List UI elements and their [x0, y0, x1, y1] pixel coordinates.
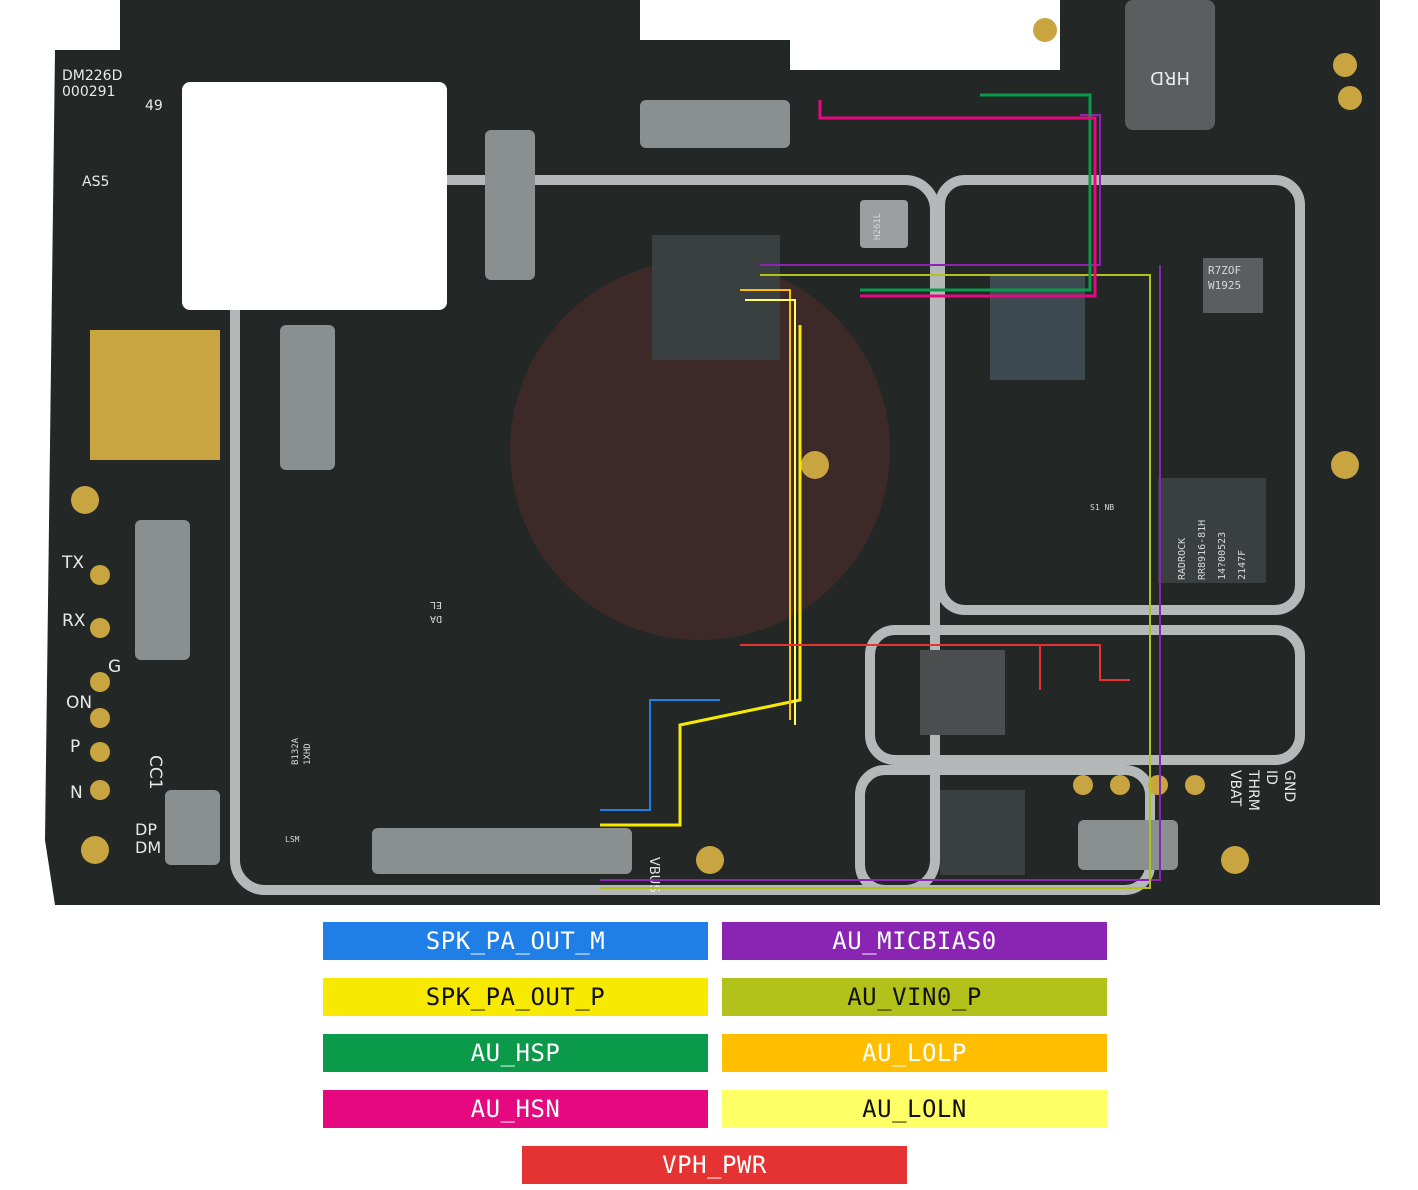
silk-p: P [70, 737, 80, 757]
trace-au-hsn [818, 100, 1097, 298]
legend-au-hsp: AU_HSP [323, 1034, 708, 1072]
legend-au-micbias0: AU_MICBIAS0 [722, 922, 1107, 960]
chip-text-c6: 2147F [1237, 550, 1248, 580]
shield-frame-right [935, 175, 1305, 615]
chip-text-c13: S1 NB [1090, 503, 1114, 512]
chip-pmic [920, 650, 1005, 735]
shield-frame-pmic [865, 625, 1305, 765]
silk-dp: DP [135, 820, 157, 839]
pcb-board: DM226D 000291 49 AS5 TX RX G ON P N CC1 … [45, 0, 1380, 905]
trace-au-vin0-p [600, 274, 1151, 889]
trace-au-hsp [860, 93, 1092, 292]
audio-jack [1125, 0, 1215, 130]
silk-tx: TX [61, 553, 84, 573]
silk-thrm: THRM [1245, 769, 1261, 811]
test-pads-left [71, 486, 110, 864]
chip-text-c11: DA [430, 613, 442, 624]
silk-num: 49 [145, 98, 163, 114]
legend-au-hsn: AU_HSN [323, 1090, 708, 1128]
legend-spk-pa-out-m: SPK_PA_OUT_M [323, 922, 708, 960]
chip-rf [1203, 258, 1263, 313]
silk-vbat: VBAT [1227, 770, 1243, 807]
chip-text-c7: H261L [873, 213, 883, 240]
chip-bottom-bga [940, 790, 1025, 875]
silk-vbus: VBUS [646, 857, 661, 893]
legend-au-lolp: AU_LOLP [722, 1034, 1107, 1072]
silk-id: ID [1263, 770, 1279, 785]
connector-left-2 [280, 325, 335, 470]
chip-text-c10: EL [430, 599, 442, 610]
silk-cc1: CC1 [145, 755, 165, 790]
chip-radrock [1158, 478, 1266, 583]
chip-text-c8: B132A [291, 737, 301, 765]
connector-top [640, 100, 790, 148]
silk-n: N [70, 783, 83, 803]
silk-hrd: HRD [1150, 67, 1190, 88]
connector-left-3 [135, 520, 190, 660]
gold-pad [90, 330, 220, 460]
silk-on: ON [66, 693, 92, 713]
chip-text-c4: RR8916-81H [1197, 520, 1208, 580]
trace-spk-pa-out-p [600, 325, 802, 827]
silk-code1: DM226D [62, 68, 122, 84]
trace-au-lolp [740, 289, 791, 720]
chip-text-c12: LSM [285, 835, 300, 844]
chip-text-c2: W1925 [1208, 279, 1241, 292]
legend-au-loln: AU_LOLN [722, 1090, 1107, 1128]
board-cutout [182, 82, 447, 310]
legend-au-vin0-p: AU_VIN0_P [722, 978, 1107, 1016]
connector-small [165, 790, 220, 865]
chip-text-c5: 14?00523 [1217, 532, 1228, 580]
connector-battery [1078, 820, 1178, 870]
chip-main-right [990, 275, 1085, 380]
connector-bottom [372, 828, 632, 874]
silk-dm: DM [135, 838, 161, 857]
test-pads-right [696, 18, 1362, 874]
soc-bga [652, 235, 780, 360]
trace-spk-pa-out-m [600, 699, 720, 811]
chip-text-c9: 1XHD [303, 743, 313, 765]
silk-code2: 000291 [62, 84, 115, 100]
silk-g: G [108, 657, 121, 677]
chip-text-c3: RADROCK [1177, 538, 1188, 580]
chip-text-c1: R7ZOF [1208, 264, 1241, 277]
trace-vph-pwr [740, 644, 1130, 690]
traces [600, 93, 1161, 889]
legend-vph-pwr: VPH_PWR [522, 1146, 907, 1184]
trace-au-loln [745, 299, 796, 725]
silk-rx: RX [62, 611, 86, 631]
legend-spk-pa-out-p: SPK_PA_OUT_P [323, 978, 708, 1016]
connector-left-1 [485, 130, 535, 280]
silk-as5: AS5 [82, 174, 109, 190]
silk-gnd: GND [1281, 770, 1297, 802]
chip-oscillator [860, 200, 908, 248]
